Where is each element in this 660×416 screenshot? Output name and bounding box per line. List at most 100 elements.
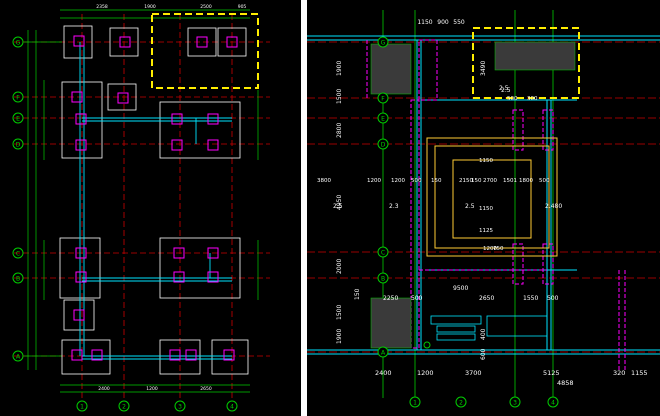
right-small-marker — [423, 341, 431, 349]
right-elevation-label: 2.3 — [389, 203, 399, 210]
right-mid-dim: 1501 — [503, 178, 517, 184]
right-mid-dim: 300 — [527, 96, 538, 102]
right-lower-dims: 9500 2250 500 2650 1550 500 150 1500 400… — [336, 285, 559, 360]
svg-text:2: 2 — [459, 400, 463, 407]
right-bottom-dim: 3700 — [465, 369, 482, 377]
right-elevation-label: 2.5 — [333, 203, 343, 210]
right-total-dim: 4858 — [557, 379, 574, 387]
right-walls — [307, 35, 660, 355]
left-row-bubble-A: A — [12, 350, 24, 362]
svg-text:4: 4 — [230, 404, 234, 411]
right-lower-dim: 2250 — [383, 295, 398, 302]
right-elevation-label: 2.480 — [545, 203, 562, 210]
right-row-bubble-F: F — [377, 92, 389, 104]
left-row-bubble-C: C — [12, 247, 24, 259]
svg-text:C: C — [16, 251, 20, 258]
right-lower-dim: 1550 — [523, 295, 538, 302]
right-row-axis-bubbles: G F E D C B A — [377, 36, 389, 358]
left-foundation-plan: G F E D C B A 1 2 3 4 2358 1900 2500 905… — [12, 4, 270, 412]
svg-text:B: B — [381, 276, 385, 283]
right-top-dim: 550 — [453, 19, 465, 26]
right-floor-plan: G F E D C B A 1 2 3 4 1150 900 550 3490 … — [307, 10, 660, 408]
svg-text:C: C — [381, 250, 385, 257]
svg-text:1: 1 — [80, 404, 84, 411]
right-elevation-labels: 2.5 2.3 2.5 2.480 2.5 — [333, 85, 562, 210]
svg-text:F: F — [16, 95, 20, 102]
left-col-bubble-3: 3 — [174, 400, 186, 412]
right-mid-dim: 500 — [507, 96, 518, 102]
right-bottom-dims: 2400 1200 3700 5125 320 1155 4858 — [375, 369, 648, 387]
right-lower-dim: 1500 — [336, 305, 343, 320]
left-highlight-box — [151, 13, 259, 89]
right-lower-stairs — [430, 315, 548, 341]
svg-text:E: E — [16, 116, 20, 123]
right-mid-dim: 1200 — [367, 178, 381, 184]
right-elevation-label: 2.5 — [465, 203, 475, 210]
left-bottom-dims: 2400 1200 2650 — [98, 386, 212, 392]
right-row-dim: 1900 — [336, 329, 343, 344]
right-lower-dim: 2650 — [479, 295, 494, 302]
right-lower-dim: 600 — [480, 348, 487, 360]
right-mid-dim: 1150 — [479, 158, 493, 164]
svg-text:D: D — [381, 142, 386, 149]
left-row-bubble-E: E — [12, 112, 24, 124]
right-highlight-dims: 3490 2.5 — [480, 61, 511, 94]
right-row-bubble-E: E — [377, 112, 389, 124]
right-mid-dim: 750 — [493, 246, 504, 252]
right-lower-dim: 500 — [547, 295, 559, 302]
right-row-dim: 1500 — [336, 89, 343, 104]
right-lower-dim: 150 — [354, 288, 361, 300]
right-mid-dim: 1125 — [479, 228, 493, 234]
svg-text:4: 4 — [551, 400, 555, 407]
right-mid-dim: 150 — [471, 178, 482, 184]
svg-text:3: 3 — [513, 400, 517, 407]
svg-text:F: F — [381, 96, 385, 103]
right-lower-dim: 9500 — [453, 285, 468, 292]
svg-text:2: 2 — [122, 404, 126, 411]
right-row-dim: 2800 — [336, 123, 343, 138]
left-row-axis-bubbles: G F E D C B A — [12, 36, 24, 362]
right-lower-dim: 500 — [411, 295, 423, 302]
right-col-bubble-2: 2 — [455, 396, 467, 408]
left-beams — [79, 42, 232, 360]
left-drawing-panel: G F E D C B A 1 2 3 4 2358 1900 2500 905… — [0, 0, 301, 416]
right-col-axis-bubbles: 1 2 3 4 — [409, 396, 559, 408]
left-bottom-dim: 2650 — [200, 386, 212, 392]
right-top-dim: 900 — [437, 19, 449, 26]
left-top-dim: 2358 — [96, 4, 108, 10]
left-col-bubble-4: 4 — [226, 400, 238, 412]
left-row-bubble-B: B — [12, 272, 24, 284]
svg-text:3: 3 — [178, 404, 182, 411]
left-row-bubble-G: G — [12, 36, 24, 48]
left-top-dim: 1900 — [144, 4, 156, 10]
right-row-bubble-B: B — [377, 272, 389, 284]
left-row-bubble-D: D — [12, 138, 24, 150]
right-mid-dim: 2150 — [459, 178, 473, 184]
right-mid-dim: 1800 — [519, 178, 533, 184]
right-mid-dim: 1200 — [391, 178, 405, 184]
left-top-dim: 905 — [238, 4, 247, 10]
left-top-dim: 2500 — [200, 4, 212, 10]
svg-text:D: D — [16, 142, 21, 149]
right-hatched-blocks — [370, 41, 576, 349]
left-col-bubble-1: 1 — [76, 400, 88, 412]
right-magenta-walls — [366, 39, 626, 370]
right-highlight-dim: 3490 — [480, 61, 487, 76]
right-mid-dim: 150 — [431, 178, 442, 184]
left-top-dims: 2358 1900 2500 905 — [96, 4, 246, 10]
left-dimension-lines — [24, 9, 259, 393]
left-bottom-dim: 2400 — [98, 386, 110, 392]
left-col-axis-bubbles: 1 2 3 4 — [76, 400, 238, 412]
right-mid-dim: 2700 — [483, 178, 497, 184]
svg-text:B: B — [16, 276, 20, 283]
right-row-bubble-C: C — [377, 246, 389, 258]
left-col-bubble-2: 2 — [118, 400, 130, 412]
right-central-core — [426, 137, 558, 257]
left-bottom-dim: 1200 — [146, 386, 158, 392]
right-col-bubble-4: 4 — [547, 396, 559, 408]
svg-text:G: G — [16, 40, 21, 47]
right-row-dim: 4950 — [336, 195, 343, 210]
svg-text:G: G — [381, 40, 386, 47]
left-footings — [59, 25, 249, 375]
right-row-bubble-G: G — [377, 36, 389, 48]
